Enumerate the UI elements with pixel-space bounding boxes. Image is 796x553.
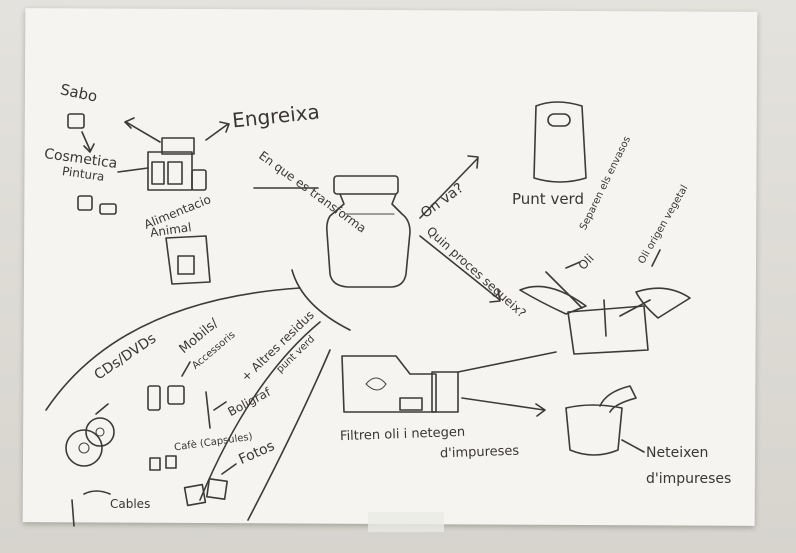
- arrow-left-top: [124, 117, 161, 143]
- cosmetic-jars-icon: [77, 195, 117, 215]
- mobile-phones-icon: [147, 385, 185, 411]
- cables-icon: [71, 490, 111, 527]
- arrow-oli-right: [651, 249, 661, 267]
- arrow-sabo-down: [81, 131, 95, 153]
- arrow-oli-left: [565, 261, 581, 269]
- arrow-on-va: [419, 155, 479, 219]
- soap-icon: [67, 113, 85, 129]
- arrow-filter-to-pot: [461, 397, 546, 417]
- label-punt-verd: Punt verd: [512, 190, 584, 208]
- coffee-capsules-icon: [149, 455, 177, 471]
- arrow-cosmetica: [117, 167, 149, 173]
- label-filtren-impureses: d'impureses: [439, 443, 520, 462]
- divider-left: [45, 287, 301, 411]
- arrow-cd: [95, 403, 109, 415]
- center-arc: [291, 269, 351, 331]
- food-boxes-icon: [147, 137, 207, 191]
- pet-food-bag-icon: [165, 235, 211, 285]
- filter-machine-icon: [341, 355, 459, 413]
- oil-sorting-tray-icon: [519, 271, 691, 355]
- cd-discs-icon: [65, 417, 115, 467]
- label-neteixen: Neteixen: [646, 445, 709, 461]
- label-neteixen-impureses: d'impureses: [646, 471, 732, 487]
- arrow-quin-proces: [419, 235, 501, 303]
- arrow-mobils: [181, 361, 191, 377]
- cooking-pot-icon: [565, 385, 637, 456]
- divider-lower: [247, 349, 331, 521]
- label-cables: Cables: [110, 497, 151, 511]
- punt-verd-bin-icon: [533, 101, 587, 183]
- photos-icon: [183, 478, 228, 507]
- arrow-fotos: [221, 463, 237, 475]
- arrow-tray-to-filter: [457, 351, 557, 373]
- oil-jar-drawing: [326, 175, 411, 288]
- divider-lower-right: [199, 321, 321, 501]
- arrow-pen: [213, 401, 227, 411]
- pen-icon: [205, 391, 211, 429]
- arrow-pot-right: [621, 439, 645, 453]
- arrow-to-engreixa: [205, 121, 230, 141]
- tape-strip: [368, 512, 444, 532]
